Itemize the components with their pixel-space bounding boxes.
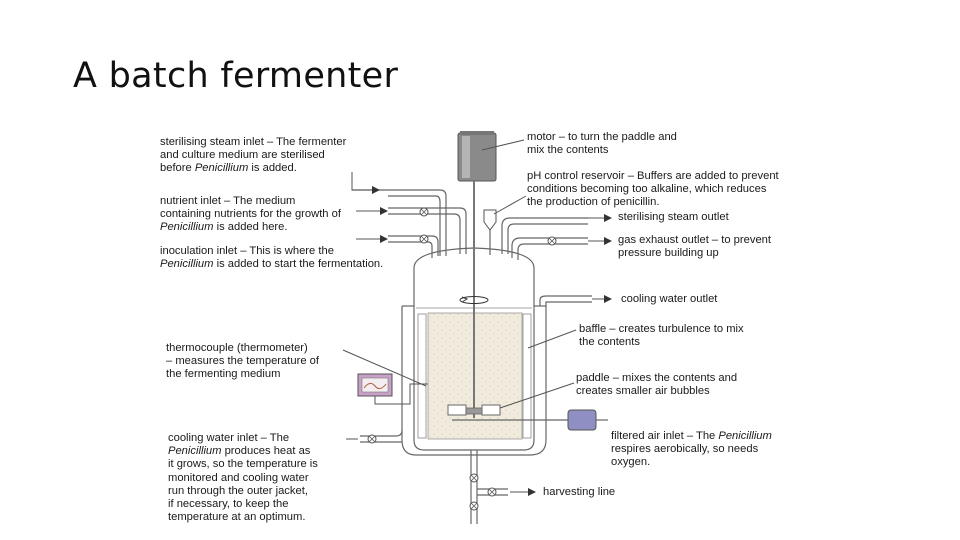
harvest-valve-2-cross: [470, 502, 478, 510]
label-paddle: paddle – mixes the contents and creates …: [576, 372, 738, 398]
ph-reservoir: [483, 209, 497, 231]
harvest-arrowhead: [528, 488, 536, 496]
nutrient-arrowhead: [380, 207, 388, 215]
label-steam-inlet: sterilising steam inlet – The fermenter …: [160, 136, 347, 175]
thermo-screen: [361, 377, 389, 393]
label-air-inlet: filtered air inlet – The Penicillium res…: [611, 430, 772, 469]
cooling-inlet-pipe: [360, 429, 403, 437]
paddle-pointer: [499, 382, 575, 409]
paddle-hub: [465, 407, 483, 415]
outer-jacket: [401, 306, 547, 456]
thermo-pointer: [342, 349, 427, 387]
motor-highlight: [462, 136, 470, 178]
steam-inlet-bend: [351, 172, 372, 191]
rotation-arrow: [461, 296, 469, 303]
label-cooling-inlet: cooling water inlet – The Penicillium pr…: [168, 432, 318, 524]
motor-top: [460, 131, 494, 135]
label-motor: motor – to turn the paddle and mix the c…: [527, 131, 677, 157]
thermo-wire: [374, 383, 428, 405]
baffle-right: [522, 313, 532, 439]
motor-pointer: [481, 139, 525, 151]
cooling-valve-cross: [368, 435, 376, 443]
nutrient-pipe: [388, 207, 467, 254]
baffle-left: [417, 313, 427, 439]
baffle-pointer: [527, 329, 577, 349]
inoculation-pipe-inner: [388, 241, 433, 258]
label-thermocouple: thermocouple (thermometer) – measures th…: [166, 342, 319, 381]
inoculation-pipe: [388, 235, 439, 256]
label-nutrient-inlet: nutrient inlet – The medium containing n…: [160, 195, 341, 234]
cooling-outlet-pipe: [539, 295, 592, 306]
vessel-body: [413, 247, 535, 451]
inoculation-arrowhead: [380, 235, 388, 243]
label-ph-reservoir: pH control reservoir – Buffers are added…: [527, 170, 779, 209]
rotation-indicator: [459, 296, 489, 304]
ph-pointer: [493, 195, 527, 215]
label-harvesting-line: harvesting line: [543, 486, 616, 498]
inoculation-valve-cross: [420, 235, 428, 243]
harvest-valve-3-cross: [488, 488, 496, 496]
label-inoculation-inlet: inoculation inlet – This is where the Pe…: [160, 245, 384, 271]
cooling-outlet-pipe-inner: [545, 301, 592, 306]
gas-exhaust-pipe: [511, 237, 588, 258]
steam-inlet-pipe: [352, 189, 447, 256]
slide-title: A batch fermenter: [73, 56, 399, 96]
gas-exhaust-pipe-inner: [517, 243, 588, 260]
steam-outlet-pipe: [501, 217, 588, 254]
thermo-trace: [363, 382, 387, 390]
nutrient-valve-cross: [420, 208, 428, 216]
harvest-valve-1-cross: [470, 474, 478, 482]
gas-valve-cross: [548, 237, 556, 245]
gas-exhaust-arrowhead: [604, 237, 612, 245]
steam-outlet-arrowhead: [604, 214, 612, 222]
steam-outlet-pipe-inner: [507, 223, 588, 254]
nutrient-pipe-inner: [388, 213, 461, 254]
paddle-blade-left: [447, 404, 467, 416]
steam-inlet-pipe-inner: [388, 195, 441, 256]
label-baffle: baffle – creates turbulence to mix the c…: [579, 323, 744, 349]
paddle-blade-right: [481, 404, 501, 416]
air-filter: [567, 409, 597, 431]
label-cooling-outlet: cooling water outlet: [621, 293, 718, 305]
steam-inlet-arrowhead: [372, 186, 380, 194]
label-gas-exhaust: gas exhaust outlet – to prevent pressure…: [618, 234, 771, 260]
label-steam-outlet: sterilising steam outlet: [618, 211, 729, 223]
cooling-outlet-arrowhead: [604, 295, 612, 303]
